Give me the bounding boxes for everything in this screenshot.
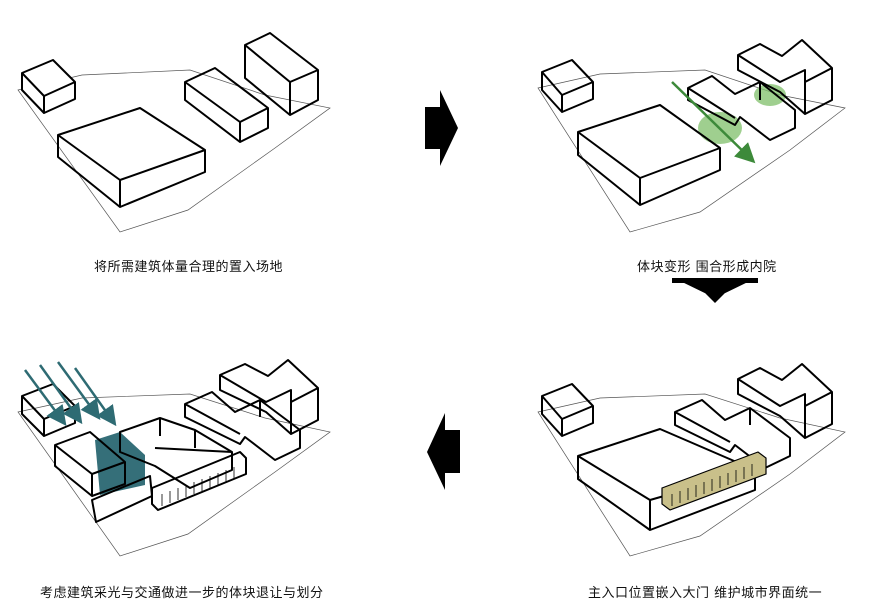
- step4-diagram: [17, 359, 331, 557]
- step1-diagram: [17, 32, 331, 233]
- site-outline: [537, 69, 846, 233]
- building-block-tall: [219, 359, 319, 435]
- green-flow-arrow: [671, 81, 756, 164]
- building-block-left: [54, 431, 126, 497]
- building-block-small: [21, 383, 76, 437]
- step3-diagram: [537, 363, 846, 557]
- greenery-courtyard: [754, 84, 786, 106]
- site-outline: [17, 393, 331, 557]
- building-block-large: [577, 104, 721, 206]
- building-block-u-shape: [687, 75, 796, 141]
- step1-caption: 将所需建筑体量合理的置入场地: [94, 260, 284, 275]
- light-arrow: [56, 361, 101, 421]
- building-block-tall: [244, 32, 319, 116]
- building-block-small: [541, 59, 594, 113]
- building-block-courtyard: [119, 417, 233, 489]
- building-block-middle: [184, 67, 269, 143]
- main-gate: [661, 451, 767, 511]
- building-block-u-shape: [674, 399, 791, 469]
- step2-diagram: [537, 39, 846, 233]
- site-outline: [17, 69, 331, 233]
- light-arrow: [23, 369, 67, 427]
- arrow-left-icon: [427, 413, 460, 490]
- step4-caption: 考虑建筑采光与交通做进一步的体块退让与划分: [40, 586, 324, 601]
- light-arrow: [38, 364, 83, 425]
- building-block-large: [57, 107, 206, 208]
- building-block-small: [21, 59, 76, 114]
- building-block-tall: [737, 363, 833, 439]
- step3-caption: 主入口位置嵌入大门 维护城市界面统一: [588, 586, 823, 601]
- building-block-tall: [737, 39, 833, 115]
- step2-caption: 体块变形 围合形成内院: [637, 260, 777, 275]
- light-arrow: [73, 367, 117, 427]
- main-gate: [151, 451, 247, 511]
- building-block-small: [541, 383, 594, 437]
- arrow-down-icon: [672, 278, 758, 303]
- site-outline: [537, 393, 846, 557]
- arrow-right-icon: [425, 90, 458, 166]
